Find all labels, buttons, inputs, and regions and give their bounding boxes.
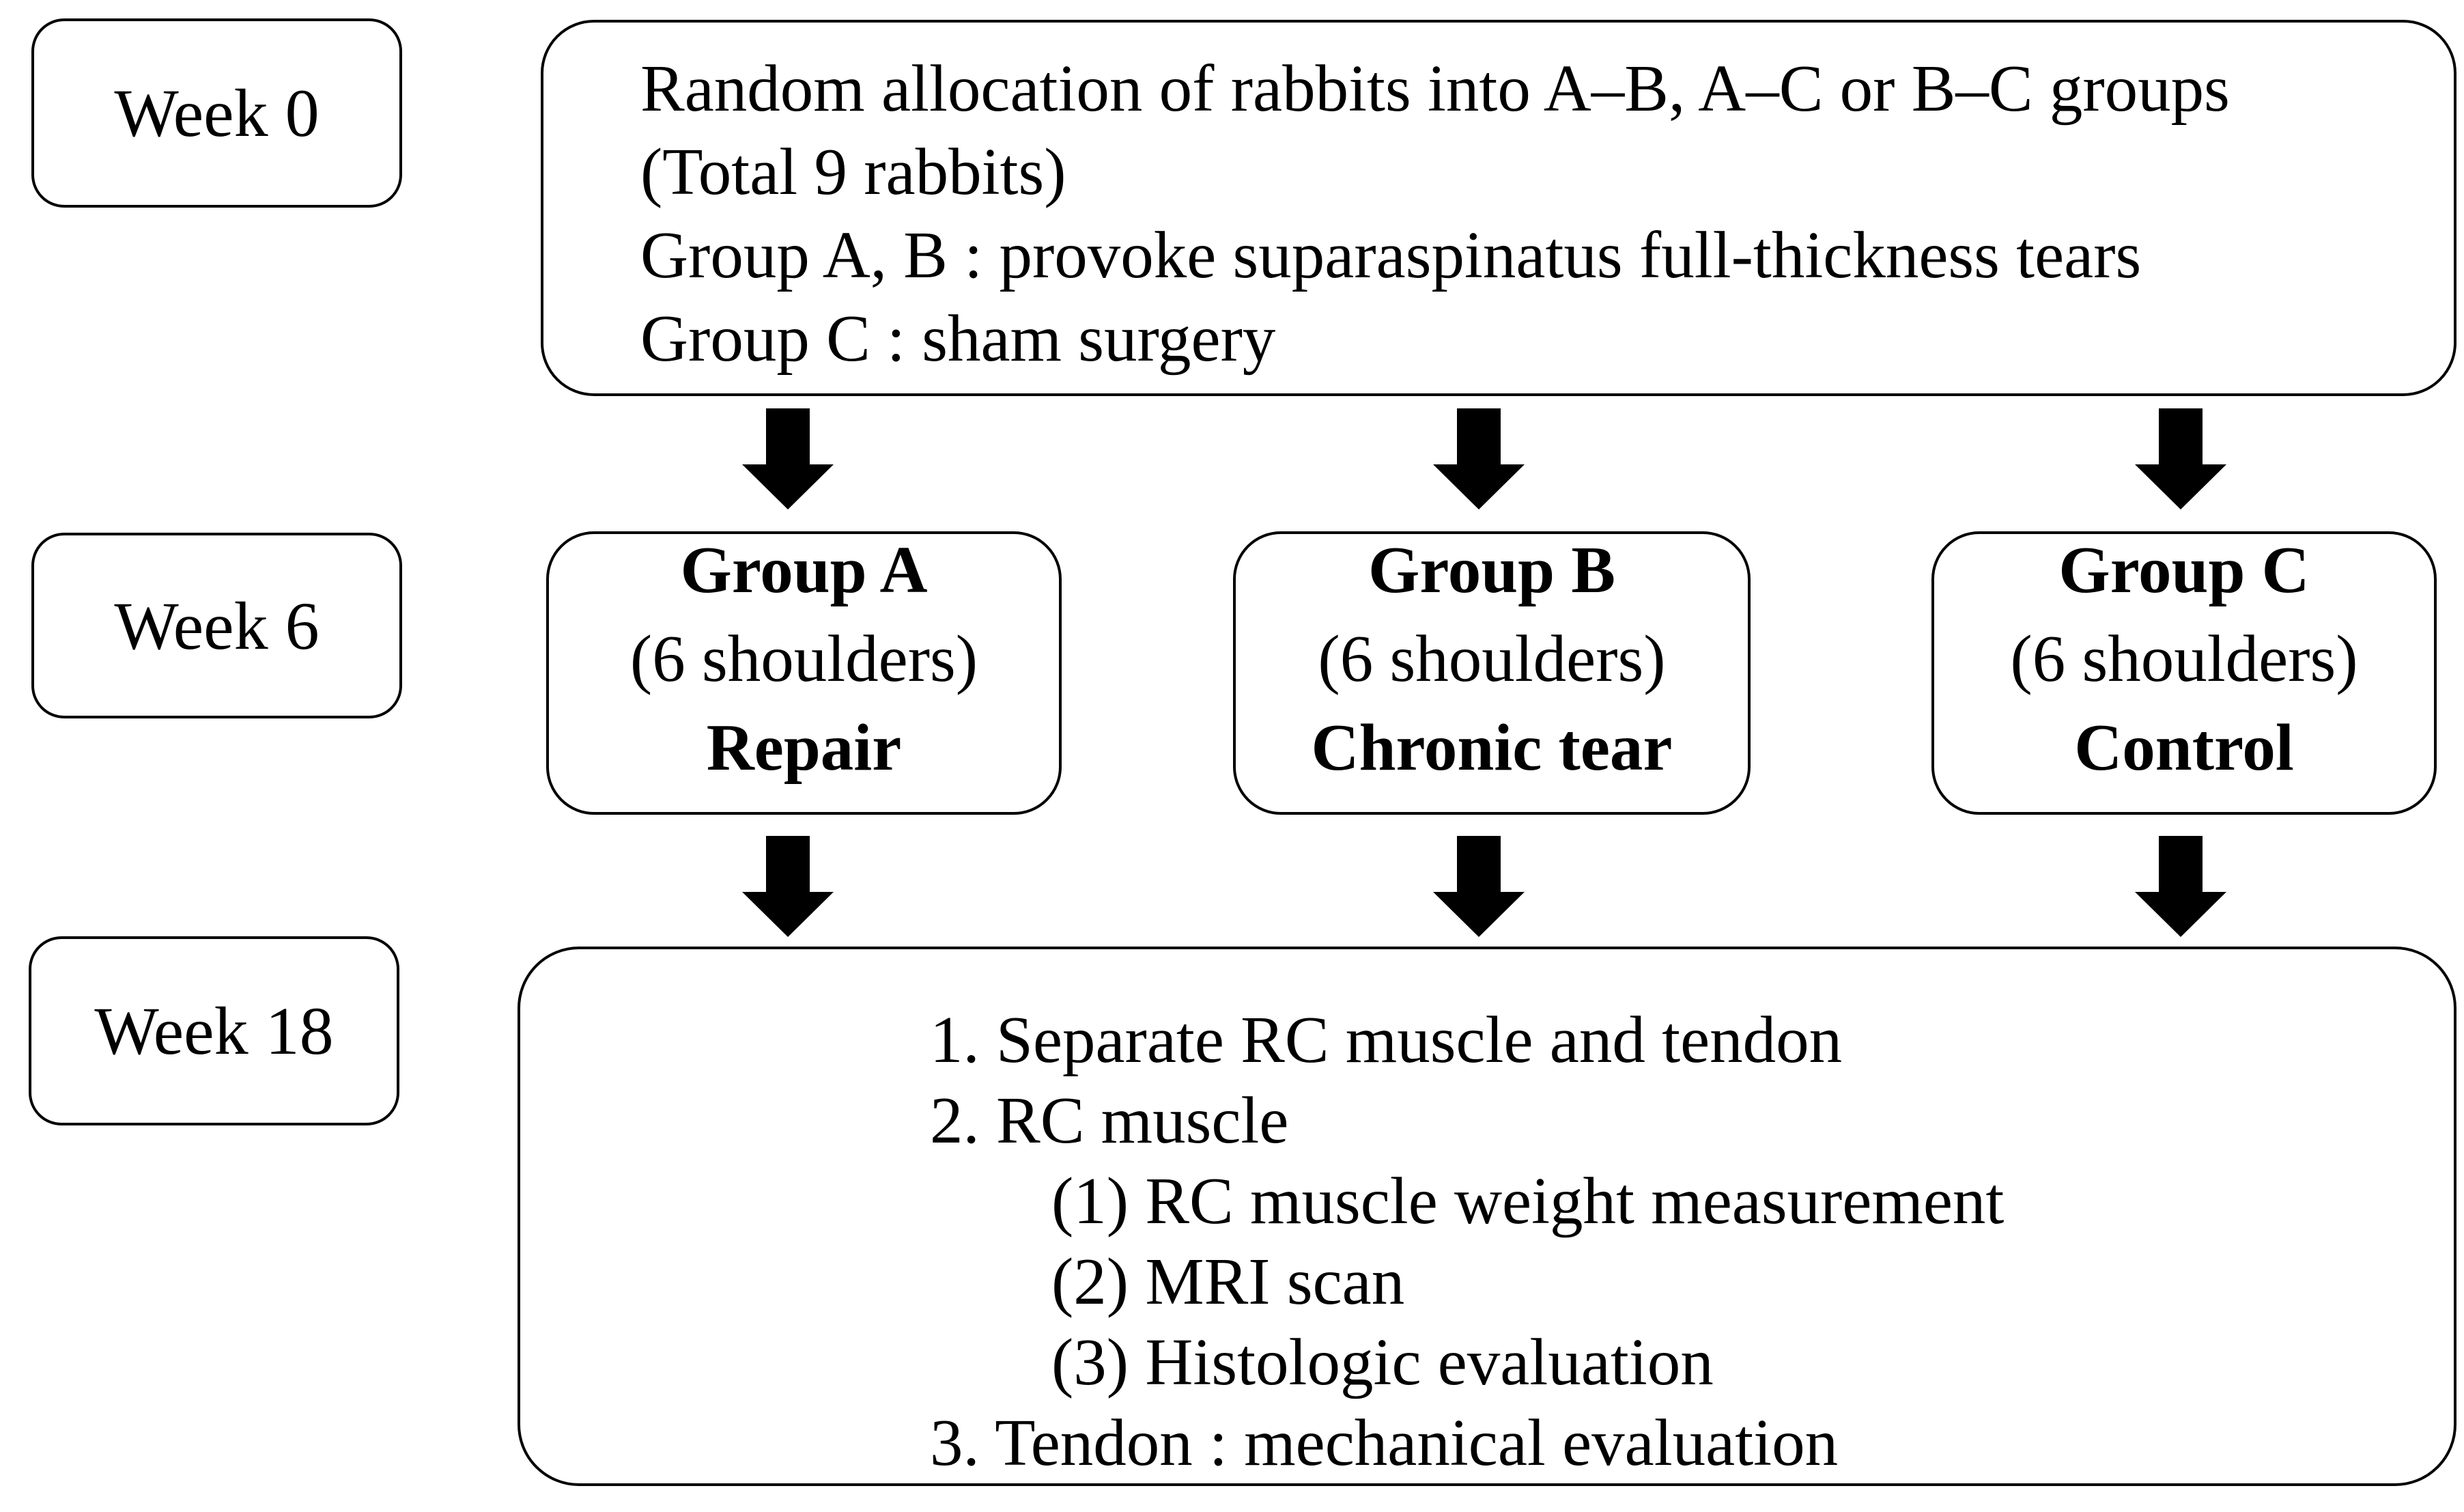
evaluation-box: 1. Separate RC muscle and tendon 2. RC m… bbox=[518, 947, 2456, 1486]
week-18-box: Week 18 bbox=[29, 936, 399, 1125]
group-b-size: (6 shoulders) bbox=[1318, 621, 1666, 695]
group-c-name: Group C bbox=[2058, 533, 2310, 606]
arrow-stem bbox=[1457, 836, 1501, 892]
week-18-label: Week 18 bbox=[94, 993, 334, 1069]
group-a-name: Group A bbox=[680, 533, 928, 606]
evaluation-line-6: 3. Tendon : mechanical evaluation bbox=[930, 1406, 1839, 1479]
down-arrow-icon bbox=[1433, 836, 1525, 937]
group-c-size: (6 shoulders) bbox=[2010, 621, 2358, 695]
group-a-box: Group A (6 shoulders) Repair bbox=[546, 531, 1062, 815]
allocation-line-2: (Total 9 rabbits) bbox=[640, 135, 1066, 208]
arrow-stem bbox=[766, 836, 810, 892]
evaluation-line-3: (1) RC muscle weight measurement bbox=[1051, 1164, 2005, 1237]
group-b-treatment: Chronic tear bbox=[1311, 710, 1673, 784]
arrow-head bbox=[742, 464, 834, 509]
arrow-head bbox=[742, 892, 834, 937]
allocation-box: Random allocation of rabbits into A–B, A… bbox=[541, 20, 2456, 396]
group-a-size: (6 shoulders) bbox=[629, 621, 978, 695]
group-b-name: Group B bbox=[1368, 533, 1616, 606]
week-6-label: Week 6 bbox=[114, 587, 320, 664]
group-c-box: Group C (6 shoulders) Control bbox=[1931, 531, 2437, 815]
down-arrow-icon bbox=[1433, 408, 1525, 509]
arrow-stem bbox=[2159, 836, 2203, 892]
week-0-box: Week 0 bbox=[31, 18, 402, 208]
group-c-treatment: Control bbox=[2074, 710, 2294, 784]
arrow-head bbox=[2135, 892, 2226, 937]
evaluation-line-5: (3) Histologic evaluation bbox=[1051, 1326, 1714, 1399]
arrow-stem bbox=[2159, 408, 2203, 464]
group-a-treatment: Repair bbox=[706, 710, 902, 784]
evaluation-line-2: 2. RC muscle bbox=[930, 1084, 1289, 1157]
down-arrow-icon bbox=[742, 836, 834, 937]
evaluation-line-1: 1. Separate RC muscle and tendon bbox=[930, 1003, 1843, 1076]
allocation-line-3: Group A, B : provoke suparaspinatus full… bbox=[640, 219, 2142, 292]
week-6-box: Week 6 bbox=[31, 533, 402, 718]
arrow-stem bbox=[1457, 408, 1501, 464]
down-arrow-icon bbox=[2135, 836, 2226, 937]
down-arrow-icon bbox=[2135, 408, 2226, 509]
allocation-line-4: Group C : sham surgery bbox=[640, 302, 1276, 375]
arrow-head bbox=[1433, 892, 1525, 937]
allocation-line-1: Random allocation of rabbits into A–B, A… bbox=[640, 52, 2230, 125]
arrow-head bbox=[2135, 464, 2226, 509]
week-0-label: Week 0 bbox=[114, 75, 320, 151]
arrow-stem bbox=[766, 408, 810, 464]
group-b-box: Group B (6 shoulders) Chronic tear bbox=[1233, 531, 1751, 815]
arrow-head bbox=[1433, 464, 1525, 509]
evaluation-line-4: (2) MRI scan bbox=[1051, 1245, 1405, 1318]
down-arrow-icon bbox=[742, 408, 834, 509]
